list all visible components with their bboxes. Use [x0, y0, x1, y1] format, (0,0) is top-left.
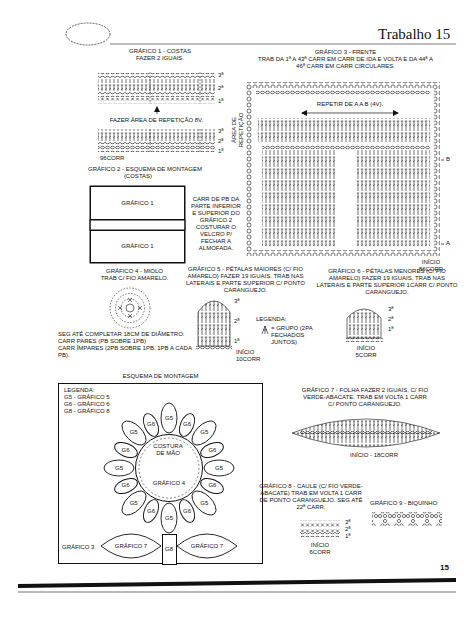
chart-label: FAZER ÁREA DE REPETIÇÃO 8V.	[98, 117, 215, 124]
chart-label: TRAB C/ FIO AMARELO.	[92, 275, 177, 282]
petal-outline	[161, 403, 177, 433]
chart-label: INÍCIO	[302, 542, 338, 549]
petal-outline	[161, 503, 177, 533]
chart-label: 1ª	[234, 338, 240, 345]
node-text: G5	[130, 429, 138, 436]
chart-label: GRÁFICO 5 - PÉTALAS MAIORES (C/ FIO AMAR…	[178, 266, 313, 294]
chart-label: SEG ATÉ COMPLETAR 18CM DE DIÂMETRO:	[58, 331, 194, 338]
chart-label: GRÁFICO 2 - ESQUEMA DE MONTAGEM	[88, 166, 238, 173]
chart-label: CARR DE PB DA PARTE INFERIOR E SUPERIOR …	[189, 196, 243, 252]
node-text: G5	[115, 465, 123, 472]
petal-outline	[104, 460, 134, 476]
node-text: G6	[208, 447, 216, 454]
node-text: G6	[147, 421, 155, 428]
chart-label: G8 - GRÁFICO 8	[64, 408, 110, 415]
chart-label: CARR ÍMPARES (2PB SOBRE 1PB, 1PB A CADA …	[58, 345, 194, 359]
chart-label: INÍCIO	[236, 349, 254, 356]
chart-label: 3ª	[345, 519, 351, 526]
node-text: G6	[147, 508, 155, 515]
chart-label: GRÁFICO 3 - FRENTE	[258, 49, 433, 56]
chart-label: 2ª	[218, 138, 224, 145]
page-title: Trabalho 15	[378, 26, 450, 43]
chart-label: 96CORR	[100, 155, 124, 162]
node-text: G6	[122, 447, 130, 454]
node-text: GRÁFICO 1	[121, 200, 153, 207]
chart-label: GRÁFICO 6 - PÉTALAS MENORES (C/ FIO AMAR…	[316, 268, 458, 296]
node-text: G8	[165, 546, 173, 553]
node-text: G6	[122, 482, 130, 489]
chart-label: GRÁFICO 1 - COSTAS	[105, 48, 215, 55]
chart-label: G5 - GRÁFICO 5	[64, 394, 110, 401]
stem-box: G8	[162, 534, 177, 565]
node-text: GRÁFICO 4	[153, 480, 185, 487]
node-text: GRÁFICO 7	[191, 543, 223, 550]
chart-label: 5CORR	[348, 352, 384, 359]
node-text: G5	[200, 429, 208, 436]
chart-label: 1ª	[388, 326, 394, 333]
chart-label: 1ª	[218, 98, 224, 105]
node-text: G5	[200, 500, 208, 507]
chart-label: B	[446, 156, 450, 163]
chart-label: 2ª	[234, 318, 240, 325]
node-text: GRÁFICO 7	[115, 543, 147, 550]
petal-outline	[199, 439, 226, 460]
chart-label: INÍCIO	[348, 345, 384, 352]
chart-label: GRÁFICO 9 - BIQUINHO	[370, 500, 437, 507]
chart-label: 10CORR	[236, 356, 260, 363]
chart-label: GRÁFICO 8 - CAULE (C/ FIO VERDE-ABACATE)…	[256, 483, 366, 511]
petal-outline	[204, 460, 234, 476]
petal-outline	[176, 498, 197, 525]
chart-label: GRÁFICO 4 - MIOLO	[92, 268, 177, 275]
chart-label: 1ª	[345, 533, 351, 540]
node-text: G6	[208, 482, 216, 489]
chart-label: 3ª	[388, 306, 394, 313]
node-text: G6	[183, 421, 191, 428]
chart-label: (COSTAS)	[88, 173, 188, 180]
chart-label: 3ª	[218, 128, 224, 135]
chart-label: 15	[440, 563, 449, 572]
chart-label: REPETIR DE A A B (4V).	[300, 101, 400, 108]
petal-outline	[112, 475, 139, 496]
chart-label: = GRUPO (2PA FECHADOS JUNTOS)	[271, 325, 329, 346]
leaf-shape: GRÁFICO 7	[177, 534, 237, 558]
vertical-note: ÁREA DE REPETIÇÃO	[231, 108, 245, 152]
leaf-outline	[177, 534, 237, 558]
chart-label: 2ª	[345, 526, 351, 533]
node-text: G5	[215, 465, 223, 472]
chart-label: INÍCIO	[416, 259, 446, 266]
chart-label: TRAB DA 1ª A 43ª CARR EM CARR DE IDA E V…	[258, 56, 433, 70]
assembly-box: GRÁFICO 1	[90, 230, 185, 263]
node-text: GRÁFICO 1	[121, 243, 153, 250]
chart-label: 3ª	[218, 72, 224, 79]
chart-label: GRÁFICO 7 - FOLHA FAZER 2 IGUAIS, C/ FIO…	[300, 387, 430, 408]
chart-label: 3ª	[234, 298, 240, 305]
leaf-outline	[101, 534, 161, 558]
chart-label: LEGENDA:	[64, 387, 94, 394]
chart-label: A	[446, 240, 450, 247]
chart-label: FAZER 2 IGUAIS.	[105, 55, 215, 62]
chart-label: INÍCIO - 18CORR	[350, 452, 398, 459]
chart-label: 2ª	[218, 85, 224, 92]
chart-label: 6CORR	[302, 549, 338, 556]
chart-label: CARR PARES (PB SOBRE 1PB)	[58, 338, 194, 345]
leaf-shape: GRÁFICO 7	[101, 534, 161, 558]
node-text: G5	[165, 415, 173, 422]
node-text: G5	[130, 500, 138, 507]
circle-outline	[136, 435, 203, 502]
node-text: G5	[165, 515, 173, 522]
petal-shape: G6	[135, 409, 167, 441]
chart-label: 1ª	[218, 148, 224, 155]
seam-line	[139, 438, 199, 498]
chart-label: COSTURA DE MÃO	[150, 443, 186, 457]
node-text: G6	[183, 508, 191, 515]
chart-label: 2ª	[388, 316, 394, 323]
petal-outline	[140, 411, 161, 438]
chart-label: LEGENDA:	[256, 316, 286, 323]
node-text: ESQUEMA DE MONTAGEM	[59, 373, 262, 380]
chart-label: GRÁFICO 3	[62, 544, 94, 551]
assembly-box: GRÁFICO 1	[90, 186, 185, 220]
chart-label: G6 - GRÁFICO 6	[64, 401, 110, 408]
